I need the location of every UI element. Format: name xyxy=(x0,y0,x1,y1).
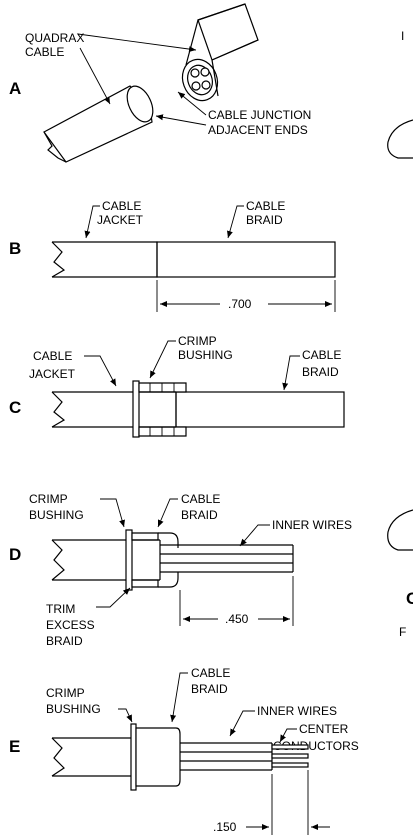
step-c-letter: C xyxy=(9,398,21,417)
step-e-letter: E xyxy=(9,737,20,756)
right-edge-letter-i: I xyxy=(401,29,404,43)
right-edge-letter-f: F xyxy=(399,625,406,639)
a-label-junction-line2: ADJACENT ENDS xyxy=(208,123,308,137)
d-label-trim-line2: EXCESS xyxy=(46,618,95,632)
step-d-letter: D xyxy=(9,545,21,564)
a-lower-cable xyxy=(43,85,154,163)
e-center-conductors xyxy=(271,744,309,768)
d-label-braid-line2: BRAID xyxy=(181,508,218,522)
e-label-braid-line1: CABLE xyxy=(191,666,230,680)
b-dimension-value: .700 xyxy=(228,297,252,311)
e-label-braid-line2: BRAID xyxy=(191,682,228,696)
d-label-bushing-line1: CRIMP xyxy=(29,492,68,506)
c-label-bushing-line1: CRIMP xyxy=(178,334,217,348)
c-label-braid-line1: CABLE xyxy=(302,348,341,362)
d-label-trim-line1: TRIM xyxy=(46,602,75,616)
right-edge-letter-c: C xyxy=(406,589,413,608)
step-c-figure: C CABLE JACKET CRIMP BUSHING CABLE BRAID xyxy=(9,334,345,438)
d-label-bushing-line2: BUSHING xyxy=(29,508,84,522)
b-label-jacket-line2: JACKET xyxy=(97,213,144,227)
right-edge-partial-figure: I C F xyxy=(387,29,413,639)
d-label-inner-wires: INNER WIRES xyxy=(272,518,352,532)
a-cable-end-face xyxy=(181,58,219,102)
b-label-braid-line1: CABLE xyxy=(246,199,285,213)
c-label-jacket-line2: JACKET xyxy=(29,367,76,381)
step-b-letter: B xyxy=(9,239,21,258)
e-label-center-line1: CENTER xyxy=(299,722,349,736)
d-inner-wires xyxy=(160,544,294,573)
d-dimension-value: .450 xyxy=(225,612,249,626)
a-label-junction-line1: CABLE JUNCTION xyxy=(208,108,311,122)
step-e-figure: E CRIMP BUSHING CABLE BRAID INNER WIRES … xyxy=(9,666,359,835)
a-upper-cable xyxy=(197,3,259,61)
c-label-jacket-line1: CABLE xyxy=(33,349,72,363)
step-a-figure: A QUADRAX CABLE CABLE JUNCTIO xyxy=(9,3,311,163)
e-inner-wires xyxy=(180,742,273,771)
c-label-bushing-line2: BUSHING xyxy=(178,348,233,362)
c-crimp-bushing xyxy=(132,380,187,438)
b-label-jacket-line1: CABLE xyxy=(102,199,141,213)
c-label-braid-line2: BRAID xyxy=(302,365,339,379)
a-label-quadrax-line1: QUADRAX xyxy=(25,31,84,45)
d-label-trim-line3: BRAID xyxy=(46,634,83,648)
step-d-figure: D CRIMP BUSHING CABLE BRAID INNER WIRES xyxy=(9,492,352,648)
step-a-letter: A xyxy=(9,79,21,98)
e-label-bushing-line1: CRIMP xyxy=(46,686,85,700)
e-dimension-value: .150 xyxy=(213,820,237,834)
d-label-braid-line1: CABLE xyxy=(181,492,220,506)
e-label-inner-wires: INNER WIRES xyxy=(257,704,337,718)
a-label-quadrax-line2: CABLE xyxy=(25,45,64,59)
b-label-braid-line2: BRAID xyxy=(246,213,283,227)
step-b-figure: B CABLE JACKET CABLE BRAID .700 xyxy=(9,199,336,312)
e-label-bushing-line2: BUSHING xyxy=(46,702,101,716)
